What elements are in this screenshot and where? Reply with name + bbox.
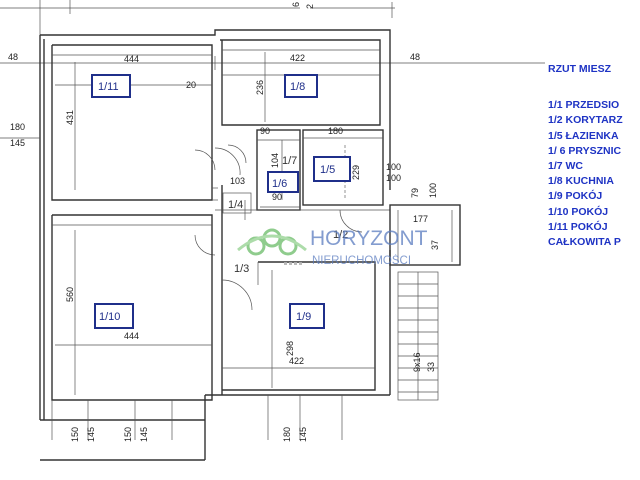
dim-b145-a: 145 bbox=[86, 427, 96, 442]
watermark-logo bbox=[237, 228, 307, 265]
dim-b150-a: 150 bbox=[70, 427, 80, 442]
room-label-box-1-10 bbox=[94, 303, 134, 329]
dim-b150-b: 150 bbox=[123, 427, 133, 442]
room-label-box-1-9 bbox=[289, 303, 325, 329]
room-1-10 bbox=[51, 214, 213, 401]
legend-item: 1/2 KORYTARZ bbox=[548, 114, 623, 127]
dim-444-bot: 444 bbox=[124, 331, 139, 341]
dim-100-a: 100 bbox=[386, 162, 401, 172]
dim-79: 79 bbox=[410, 188, 420, 198]
dim-177: 177 bbox=[413, 214, 428, 224]
dim-422-bot: 422 bbox=[289, 356, 304, 366]
dim-100-c: 100 bbox=[428, 183, 438, 198]
dim-90-a: 90 bbox=[260, 126, 270, 136]
dim-top-cut2: 2 bbox=[305, 4, 315, 9]
legend-item: 1/1 PRZEDSIO bbox=[548, 99, 620, 112]
dim-b145-b: 145 bbox=[139, 427, 149, 442]
room-label-1-7: 1/7 bbox=[282, 155, 297, 167]
room-1-11 bbox=[51, 44, 213, 201]
dim-9x16: 9x16 bbox=[412, 352, 422, 372]
legend-item: 1/ 6 PRYSZNIC bbox=[548, 144, 622, 157]
bottom-dimensions bbox=[51, 395, 343, 440]
room-label-1-4: 1/4 bbox=[228, 199, 243, 211]
dim-422-top: 422 bbox=[290, 53, 305, 63]
dim-20: 20 bbox=[186, 80, 196, 90]
dim-90-b: 90 bbox=[272, 192, 282, 202]
room-label-box-1-6 bbox=[267, 171, 299, 193]
room-label-1-6: 1/6 bbox=[272, 178, 287, 190]
dim-104: 104 bbox=[270, 153, 280, 168]
outer-walls bbox=[39, 29, 391, 461]
room-label-box-1-11 bbox=[91, 74, 131, 98]
room-label-1-3: 1/3 bbox=[234, 263, 249, 275]
legend-item: 1/5 ŁAZIENKA bbox=[548, 129, 619, 142]
legend-item: 1/10 POKÓJ bbox=[548, 205, 609, 218]
legend-item: 1/7 WC bbox=[548, 160, 584, 173]
legend-item: 1/9 POKÓJ bbox=[548, 190, 603, 203]
room-label-1-9: 1/9 bbox=[296, 311, 311, 323]
top-dimension-line bbox=[0, 0, 545, 70]
dim-180-bath: 180 bbox=[328, 126, 343, 136]
room-label-1-2: 1/2 bbox=[333, 229, 348, 241]
dim-33: 33 bbox=[426, 362, 436, 372]
room-label-box-1-4 bbox=[222, 192, 252, 214]
dim-top-right: 48 bbox=[410, 52, 420, 62]
room-label-1-5: 1/5 bbox=[320, 164, 335, 176]
entrance-stairs bbox=[389, 204, 461, 401]
room-label-box-1-5 bbox=[313, 156, 351, 182]
room-legend: RZUT MIESZ 1/1 PRZEDSIO 1/2 KORYTARZ 1/5… bbox=[548, 62, 640, 250]
room-1-9 bbox=[222, 261, 376, 391]
dim-103: 103 bbox=[230, 176, 245, 186]
watermark-subtitle: NIERUCHOMOŚCI bbox=[312, 254, 411, 267]
dim-top-left: 48 bbox=[8, 52, 18, 62]
dim-229: 229 bbox=[351, 165, 361, 180]
dim-431: 431 bbox=[65, 110, 75, 125]
dim-37: 37 bbox=[430, 240, 440, 250]
dim-100-b: 100 bbox=[386, 173, 401, 183]
watermark-name: HORYZONT bbox=[310, 227, 428, 250]
dim-236: 236 bbox=[255, 80, 265, 95]
corridor bbox=[194, 149, 390, 395]
dim-560: 560 bbox=[65, 287, 75, 302]
dim-298: 298 bbox=[285, 341, 295, 356]
dim-b180: 180 bbox=[282, 427, 292, 442]
legend-title: RZUT MIESZ bbox=[548, 63, 611, 75]
dim-left-145: 145 bbox=[10, 138, 25, 148]
room-label-1-8: 1/8 bbox=[290, 81, 305, 93]
room-label-1-10: 1/10 bbox=[99, 311, 120, 323]
room-label-box-1-8 bbox=[284, 74, 318, 98]
legend-item: 1/8 KUCHNIA bbox=[548, 175, 614, 188]
legend-item: CAŁKOWITA P bbox=[548, 236, 621, 249]
dim-top-cut: 6 bbox=[291, 2, 301, 7]
legend-item: 1/11 POKÓJ bbox=[548, 220, 608, 233]
dim-b145-c: 145 bbox=[298, 427, 308, 442]
dim-444-top: 444 bbox=[124, 54, 139, 64]
dim-left-180: 180 bbox=[10, 122, 25, 132]
room-label-1-11: 1/11 bbox=[98, 81, 119, 93]
